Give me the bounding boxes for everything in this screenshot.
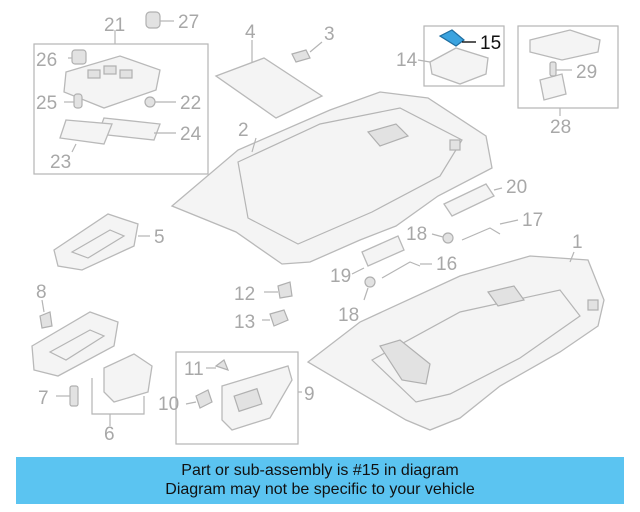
part-11-clip xyxy=(206,359,230,371)
callout-26: 26 xyxy=(36,50,57,71)
callout-23: 23 xyxy=(50,152,71,173)
callout-7: 7 xyxy=(38,388,49,409)
part-13-clip xyxy=(262,309,289,327)
part-26-clip xyxy=(68,49,87,65)
part-23-lens xyxy=(59,119,113,153)
parts-diagram: 1 2 3 4 5 6 7 8 9 10 11 12 13 14 15 16 1… xyxy=(31,11,619,445)
part-3-clip xyxy=(291,41,323,63)
part-8-clip xyxy=(39,299,53,329)
callout-15: 15 xyxy=(480,33,501,54)
part-4-panel xyxy=(214,40,324,119)
callout-27: 27 xyxy=(178,12,199,33)
callout-18-upper: 18 xyxy=(406,224,427,245)
callout-18-lower: 18 xyxy=(338,305,359,326)
part-22-screw xyxy=(144,96,176,108)
part-25-bulb xyxy=(64,93,83,109)
part-29-bulb xyxy=(549,61,572,77)
callout-11: 11 xyxy=(184,359,204,380)
callout-20: 20 xyxy=(506,177,527,198)
callout-13: 13 xyxy=(234,312,255,333)
callout-6: 6 xyxy=(104,424,115,445)
banner-line-1: Part or sub-assembly is #15 in diagram xyxy=(181,462,459,479)
callout-29: 29 xyxy=(576,62,597,83)
banner-line-2: Diagram may not be specific to your vehi… xyxy=(165,481,475,498)
callout-14: 14 xyxy=(396,50,418,71)
callout-1: 1 xyxy=(572,232,583,253)
callout-28: 28 xyxy=(550,117,571,138)
group-box-21 xyxy=(33,43,209,175)
part-20-bracket xyxy=(443,183,503,217)
group-box-28 xyxy=(517,25,619,109)
part-27-bulb xyxy=(145,11,174,29)
part-17-handle xyxy=(461,219,519,241)
part-6-console xyxy=(31,311,119,377)
callout-10: 10 xyxy=(158,394,179,415)
callout-21: 21 xyxy=(104,15,125,36)
info-banner: Part or sub-assembly is #15 in diagram D… xyxy=(16,457,624,504)
part-15-lens xyxy=(438,29,476,47)
callout-16: 16 xyxy=(436,254,457,275)
part-16-handle xyxy=(381,261,432,279)
callout-5: 5 xyxy=(154,227,165,248)
part-14-lamp xyxy=(417,47,489,85)
callout-24: 24 xyxy=(180,124,202,145)
part-7-screw xyxy=(56,385,79,407)
callout-12: 12 xyxy=(234,284,255,305)
callout-17: 17 xyxy=(522,210,543,231)
part-10-bracket xyxy=(185,389,213,409)
part-dome-lamp xyxy=(63,55,161,109)
callout-25: 25 xyxy=(36,93,57,114)
part-9-sun-visor xyxy=(221,365,293,431)
group-box-9 xyxy=(175,351,299,445)
part-2-headliner xyxy=(170,91,493,265)
part-12-clip xyxy=(264,281,293,299)
part-5-console xyxy=(53,213,150,271)
callout-19: 19 xyxy=(330,266,351,287)
callout-3: 3 xyxy=(324,24,335,45)
callout-8: 8 xyxy=(36,282,47,303)
part-18-bolt-upper xyxy=(431,232,454,244)
part-1-headliner xyxy=(306,251,605,431)
callout-22: 22 xyxy=(180,93,201,114)
callout-4: 4 xyxy=(245,22,256,43)
part-18-bolt-lower xyxy=(363,276,376,301)
part-6-block xyxy=(103,353,153,403)
callout-2: 2 xyxy=(238,120,249,141)
callout-9: 9 xyxy=(304,384,315,405)
group-box-14 xyxy=(423,25,505,87)
part-19-bracket xyxy=(351,235,405,275)
